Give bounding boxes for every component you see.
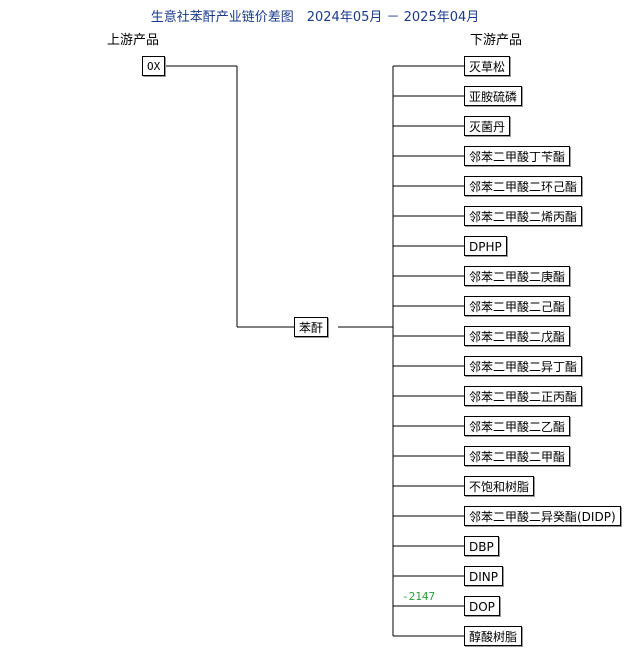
downstream-node[interactable]: 邻苯二甲酸丁苄酯 [464,146,571,166]
upstream-node-ox[interactable]: OX [142,56,166,76]
downstream-node[interactable]: 邻苯二甲酸二异丁酯 [464,356,583,376]
downstream-node[interactable]: DPHP [464,236,507,256]
downstream-node[interactable]: DINP [464,566,503,586]
downstream-node[interactable]: 醇酸树脂 [464,626,523,646]
downstream-node[interactable]: 邻苯二甲酸二庚酯 [464,266,571,286]
downstream-header: 下游产品 [470,33,523,48]
downstream-node[interactable]: 邻苯二甲酸二正丙酯 [464,386,583,406]
price-spread-value: -2147 [402,590,436,603]
downstream-node[interactable]: DOP [464,596,500,616]
downstream-node[interactable]: 邻苯二甲酸二己酯 [464,296,571,316]
downstream-node[interactable]: 邻苯二甲酸二烯丙酯 [464,206,583,226]
chart-title: 生意社苯酐产业链价差图 2024年05月 － 2025年04月 [150,10,480,25]
downstream-node[interactable]: 不饱和树脂 [464,476,535,496]
downstream-node[interactable]: 邻苯二甲酸二环己酯 [464,176,583,196]
downstream-node[interactable]: 邻苯二甲酸二戊酯 [464,326,571,346]
downstream-node[interactable]: 灭草松 [464,56,511,76]
downstream-node[interactable]: 邻苯二甲酸二乙酯 [464,416,571,436]
downstream-node[interactable]: 灭菌丹 [464,116,511,136]
upstream-header: 上游产品 [107,33,160,48]
downstream-node[interactable]: 亚胺硫磷 [464,86,523,106]
downstream-node[interactable]: 邻苯二甲酸二甲酯 [464,446,571,466]
downstream-node[interactable]: 邻苯二甲酸二异癸酯(DIDP) [464,506,621,526]
center-node[interactable]: 苯酐 [294,317,329,337]
downstream-node[interactable]: DBP [464,536,499,556]
